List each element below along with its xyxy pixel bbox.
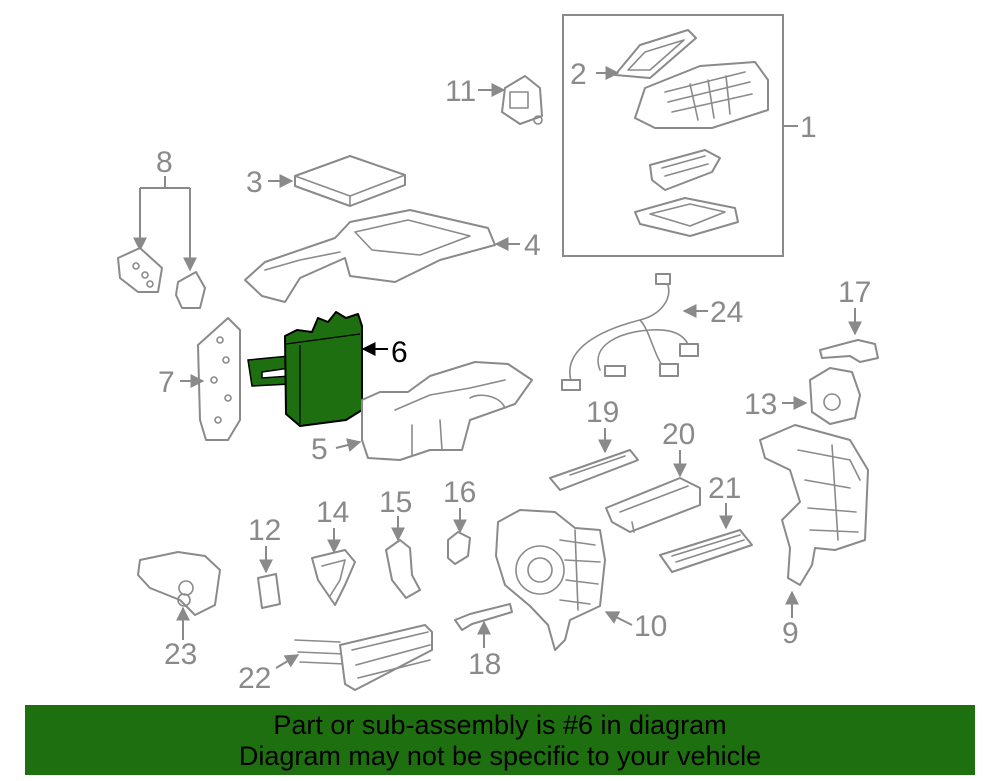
callout-20: 20 — [662, 418, 695, 451]
callout-15: 15 — [379, 486, 412, 519]
callout-12: 12 — [248, 514, 281, 547]
part-15-bracket: 15 — [379, 486, 421, 599]
callout-5: 5 — [311, 433, 328, 466]
callout-4: 4 — [524, 229, 541, 262]
callout-24: 24 — [710, 296, 743, 329]
callout-22: 22 — [238, 662, 271, 695]
part-23-bracket: 23 — [137, 551, 221, 671]
part-19-seal: 19 — [549, 396, 639, 491]
callout-6: 6 — [391, 336, 408, 369]
part-12-block: 12 — [248, 514, 281, 609]
part-2-filter-frame: 2 — [570, 29, 697, 91]
blower-case-lower — [634, 197, 739, 237]
blower-case-upper — [634, 61, 769, 129]
blower-case-middle — [649, 149, 721, 191]
part-21-grille: 21 — [659, 472, 753, 573]
callout-10: 10 — [634, 610, 667, 643]
callout-19: 19 — [586, 396, 619, 429]
part-9-air-duct: 9 — [759, 424, 869, 650]
info-banner: Part or sub-assembly is #6 in diagram Di… — [25, 705, 975, 775]
part-22-heater-core: 22 — [238, 624, 433, 695]
callout-14: 14 — [316, 496, 349, 529]
callout-9: 9 — [782, 617, 799, 650]
banner-line-part: Part or sub-assembly is #6 in diagram — [273, 710, 727, 740]
part-10-blower-housing: 10 — [495, 509, 667, 651]
callout-7: 7 — [158, 366, 175, 399]
part-11-actuator: 11 — [445, 75, 543, 125]
part-16-clip: 16 — [443, 476, 476, 565]
part-6-evaporator-core: 6 — [247, 311, 408, 427]
banner-line-disclaimer: Diagram may not be specific to your vehi… — [238, 741, 762, 771]
callout-8: 8 — [156, 146, 173, 179]
callout-3: 3 — [246, 166, 263, 199]
part-7-mounting-plate: 7 — [158, 317, 241, 441]
callout-11: 11 — [445, 75, 476, 108]
callout-2: 2 — [570, 58, 587, 91]
callout-17: 17 — [838, 276, 871, 309]
part-14-vent: 14 — [311, 496, 356, 606]
part-4-case-upper: 4 — [244, 209, 541, 303]
part-1-group: 1 — [562, 14, 817, 257]
part-3-cabin-filter: 3 — [246, 155, 406, 207]
callout-1: 1 — [800, 111, 817, 144]
callout-13: 13 — [744, 388, 777, 421]
part-13-actuator: 13 — [744, 367, 861, 425]
callout-16: 16 — [443, 476, 476, 509]
callout-21: 21 — [708, 472, 741, 505]
callout-23: 23 — [164, 638, 197, 671]
part-8-brackets: 8 — [117, 146, 206, 309]
callout-18: 18 — [468, 648, 501, 681]
part-18-sensor-rod: 18 — [454, 603, 513, 681]
part-17-sensor: 17 — [819, 276, 879, 363]
parts-diagram: 1 2 11 3 4 — [117, 14, 879, 695]
part-20-duct: 20 — [605, 418, 701, 533]
part-5-case-lower: 5 — [311, 361, 533, 466]
part-24-wire-harness: 24 — [561, 273, 743, 391]
